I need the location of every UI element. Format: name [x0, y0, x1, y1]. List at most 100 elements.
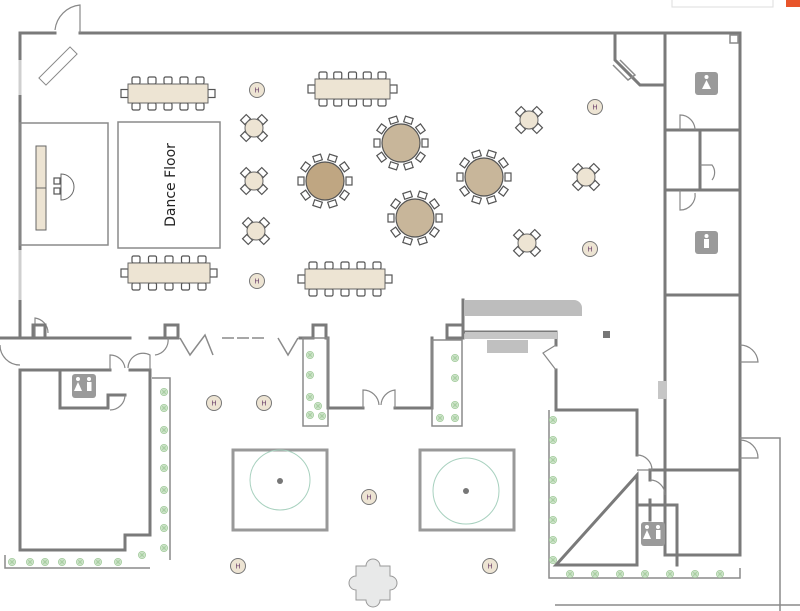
chair [375, 123, 388, 135]
plant-icon [160, 486, 168, 494]
heater-icon [249, 273, 265, 289]
chair [147, 282, 158, 291]
cocktail-table[interactable] [514, 105, 544, 135]
table-top [244, 171, 264, 191]
chair [179, 76, 189, 85]
chair [389, 84, 398, 94]
round-table[interactable] [373, 115, 429, 171]
round-table[interactable] [297, 153, 353, 209]
plant-icon [549, 536, 557, 544]
fountain-right [418, 448, 516, 532]
heater[interactable]: H [249, 82, 265, 98]
chair [388, 160, 400, 171]
table-top [395, 198, 435, 238]
table-top [381, 123, 421, 163]
round-table[interactable] [387, 190, 443, 246]
plant-icon [549, 476, 557, 484]
chair [377, 71, 387, 80]
chair [384, 274, 393, 284]
plant-icon [314, 402, 322, 410]
plant-icon [94, 558, 102, 566]
heater-label: H [261, 400, 266, 408]
chair [356, 261, 366, 270]
plant-icon [76, 558, 84, 566]
cocktail-table[interactable] [241, 216, 271, 246]
table-top [517, 233, 537, 253]
chair [375, 151, 388, 163]
chair [333, 71, 343, 80]
chair [388, 115, 400, 126]
chair [377, 98, 387, 107]
banquet-table[interactable] [120, 255, 218, 291]
heater-icon [230, 558, 246, 574]
chair [326, 198, 338, 209]
top-panel[interactable] [671, 0, 774, 8]
heater-icon [361, 489, 377, 505]
chair [195, 102, 205, 111]
plant-icon [306, 393, 314, 401]
stage-area [19, 122, 109, 246]
heater[interactable]: H [587, 99, 603, 115]
chair [312, 153, 324, 164]
table-top [314, 78, 391, 100]
chair [131, 282, 141, 291]
heater[interactable]: H [256, 395, 272, 411]
heater[interactable]: H [361, 489, 377, 505]
cocktail-table[interactable] [571, 162, 601, 192]
heater[interactable]: H [206, 395, 222, 411]
dance-floor[interactable] [117, 121, 221, 249]
plant-icon [306, 411, 314, 419]
banquet-table[interactable] [297, 261, 393, 297]
chair [180, 255, 191, 264]
chair [147, 76, 157, 85]
table-top [127, 83, 209, 104]
heater-label: H [487, 563, 492, 571]
bar-station [487, 340, 528, 353]
chair [147, 255, 158, 264]
chair [416, 235, 428, 246]
table-top [576, 167, 596, 187]
plant-icon [306, 351, 314, 359]
cocktail-table[interactable] [239, 166, 269, 196]
plant-icon [549, 436, 557, 444]
chair [387, 213, 395, 223]
chair [428, 198, 441, 210]
cocktail-table[interactable] [512, 228, 542, 258]
banquet-table[interactable] [307, 71, 398, 107]
table-top [305, 161, 345, 201]
table-top [304, 268, 386, 290]
plant-icon [160, 444, 168, 452]
accent-button[interactable] [786, 0, 800, 7]
planters [4, 337, 741, 579]
chair [340, 288, 350, 297]
cocktail-table[interactable] [239, 113, 269, 143]
chair [347, 98, 358, 107]
heater-icon [582, 241, 598, 257]
chair [308, 288, 318, 297]
chair [504, 172, 512, 182]
plant-icon [160, 464, 168, 472]
stage-table-2 [35, 187, 47, 231]
round-table[interactable] [456, 149, 512, 205]
chair [131, 76, 141, 85]
chair [197, 282, 207, 291]
chair [180, 282, 191, 291]
banquet-table[interactable] [120, 76, 216, 111]
heater-label: H [235, 563, 240, 571]
heater-icon [256, 395, 272, 411]
chair [356, 288, 366, 297]
chair [402, 235, 414, 246]
heater[interactable]: H [482, 558, 498, 574]
restroom-women-icon [695, 72, 718, 95]
plant-icon [691, 570, 699, 578]
heater[interactable]: H [582, 241, 598, 257]
chair [297, 176, 305, 186]
chair [362, 71, 372, 80]
plant-icon [41, 558, 49, 566]
heater-label: H [587, 246, 592, 254]
heater[interactable]: H [249, 273, 265, 289]
restroom-unisex-icon [72, 374, 96, 398]
heater[interactable]: H [230, 558, 246, 574]
chair [312, 198, 324, 209]
chair [372, 288, 382, 297]
